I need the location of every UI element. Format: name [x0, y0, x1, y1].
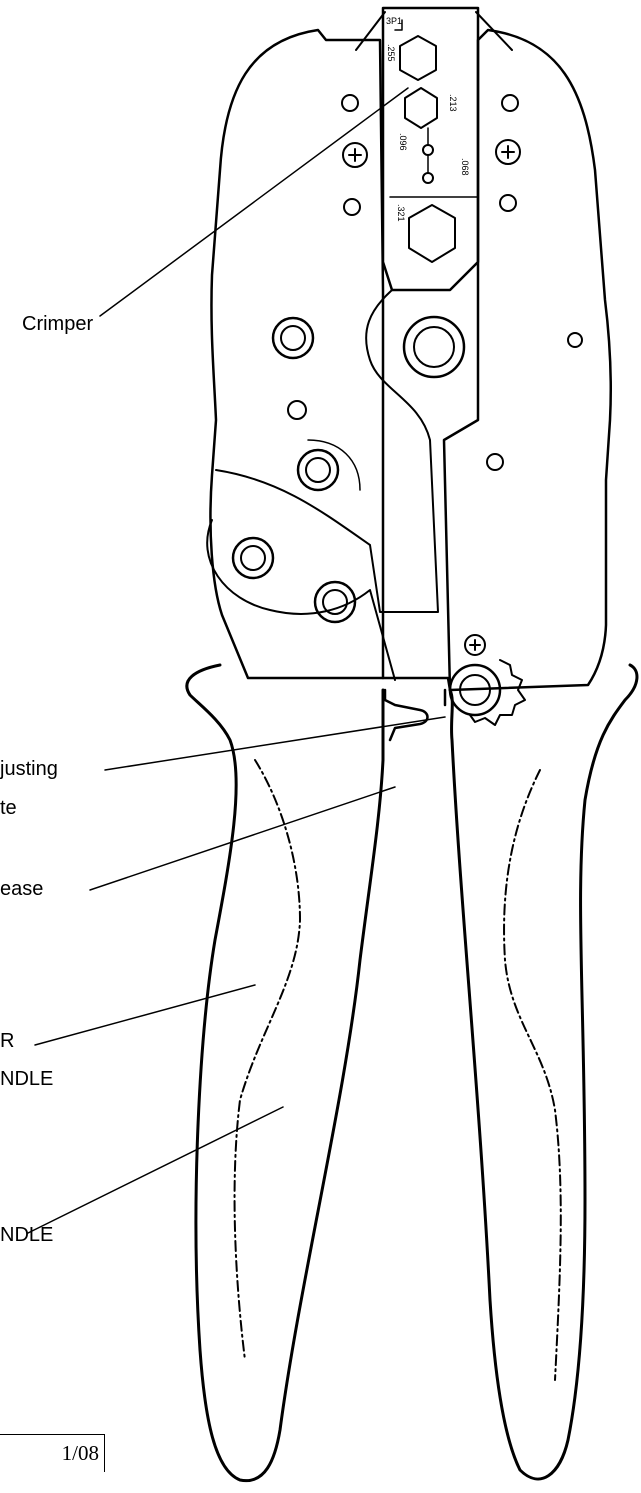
left-handle-grip: [233, 759, 301, 1361]
pivot-2: [402, 315, 466, 379]
screw-left: [342, 142, 368, 168]
adjusting-ratchet: [469, 659, 526, 726]
pivot-4: [231, 536, 275, 580]
hole-right-2: [499, 194, 517, 212]
die-mark-321: .321: [396, 204, 406, 222]
leader-adjusting: [104, 716, 446, 771]
release-lever: [383, 688, 447, 742]
left-jaw-outline: [209, 28, 385, 680]
right-handle-grip: [503, 769, 562, 1381]
hole-left-1: [341, 94, 359, 112]
die-hex-1: [399, 35, 437, 81]
label-crimper: Crimper: [22, 313, 94, 335]
pivot-3: [296, 448, 340, 492]
hole-mid-1: [287, 400, 307, 420]
die-mark-096: .096: [398, 133, 408, 151]
die-hole-small-1: [422, 144, 434, 156]
leader-upper-handle: [34, 984, 256, 1046]
leader-crimper: [99, 87, 409, 317]
die-hex-2: [404, 87, 438, 129]
link-plate: [206, 289, 439, 681]
die-hex-3: [408, 204, 456, 263]
die-mark-213: .213: [448, 94, 458, 112]
pivot-5: [313, 580, 357, 624]
hole-left-2: [343, 198, 361, 216]
pivot-1: [271, 316, 315, 360]
label-lower-handle: NDLE: [0, 1224, 54, 1246]
die-mark-3p1: 3P1: [386, 16, 402, 26]
die-hole-small-2: [422, 172, 434, 184]
version-box: 1/08: [0, 1434, 105, 1472]
right-handle-outline: [448, 663, 639, 1481]
hole-right-1: [501, 94, 519, 112]
label-upper-line1: R: [0, 1030, 15, 1052]
die-mark-255: .255: [386, 44, 396, 62]
die-mark-068: .068: [460, 158, 470, 176]
screw-right: [495, 139, 521, 165]
leader-release: [89, 786, 396, 891]
leader-lower-handle: [27, 1106, 284, 1234]
right-jaw-outline: [442, 28, 613, 692]
left-handle-outline: [185, 663, 385, 1483]
hole-mid-2: [486, 453, 504, 471]
label-adjusting-line2: te: [0, 797, 17, 819]
label-upper-line2: NDLE: [0, 1068, 54, 1090]
label-release: ease: [0, 878, 44, 900]
hole-mid-3: [567, 332, 583, 348]
die-plate: [381, 6, 480, 292]
label-adjusting-line1: justing: [0, 758, 58, 780]
handle-top-bar: [381, 676, 452, 692]
